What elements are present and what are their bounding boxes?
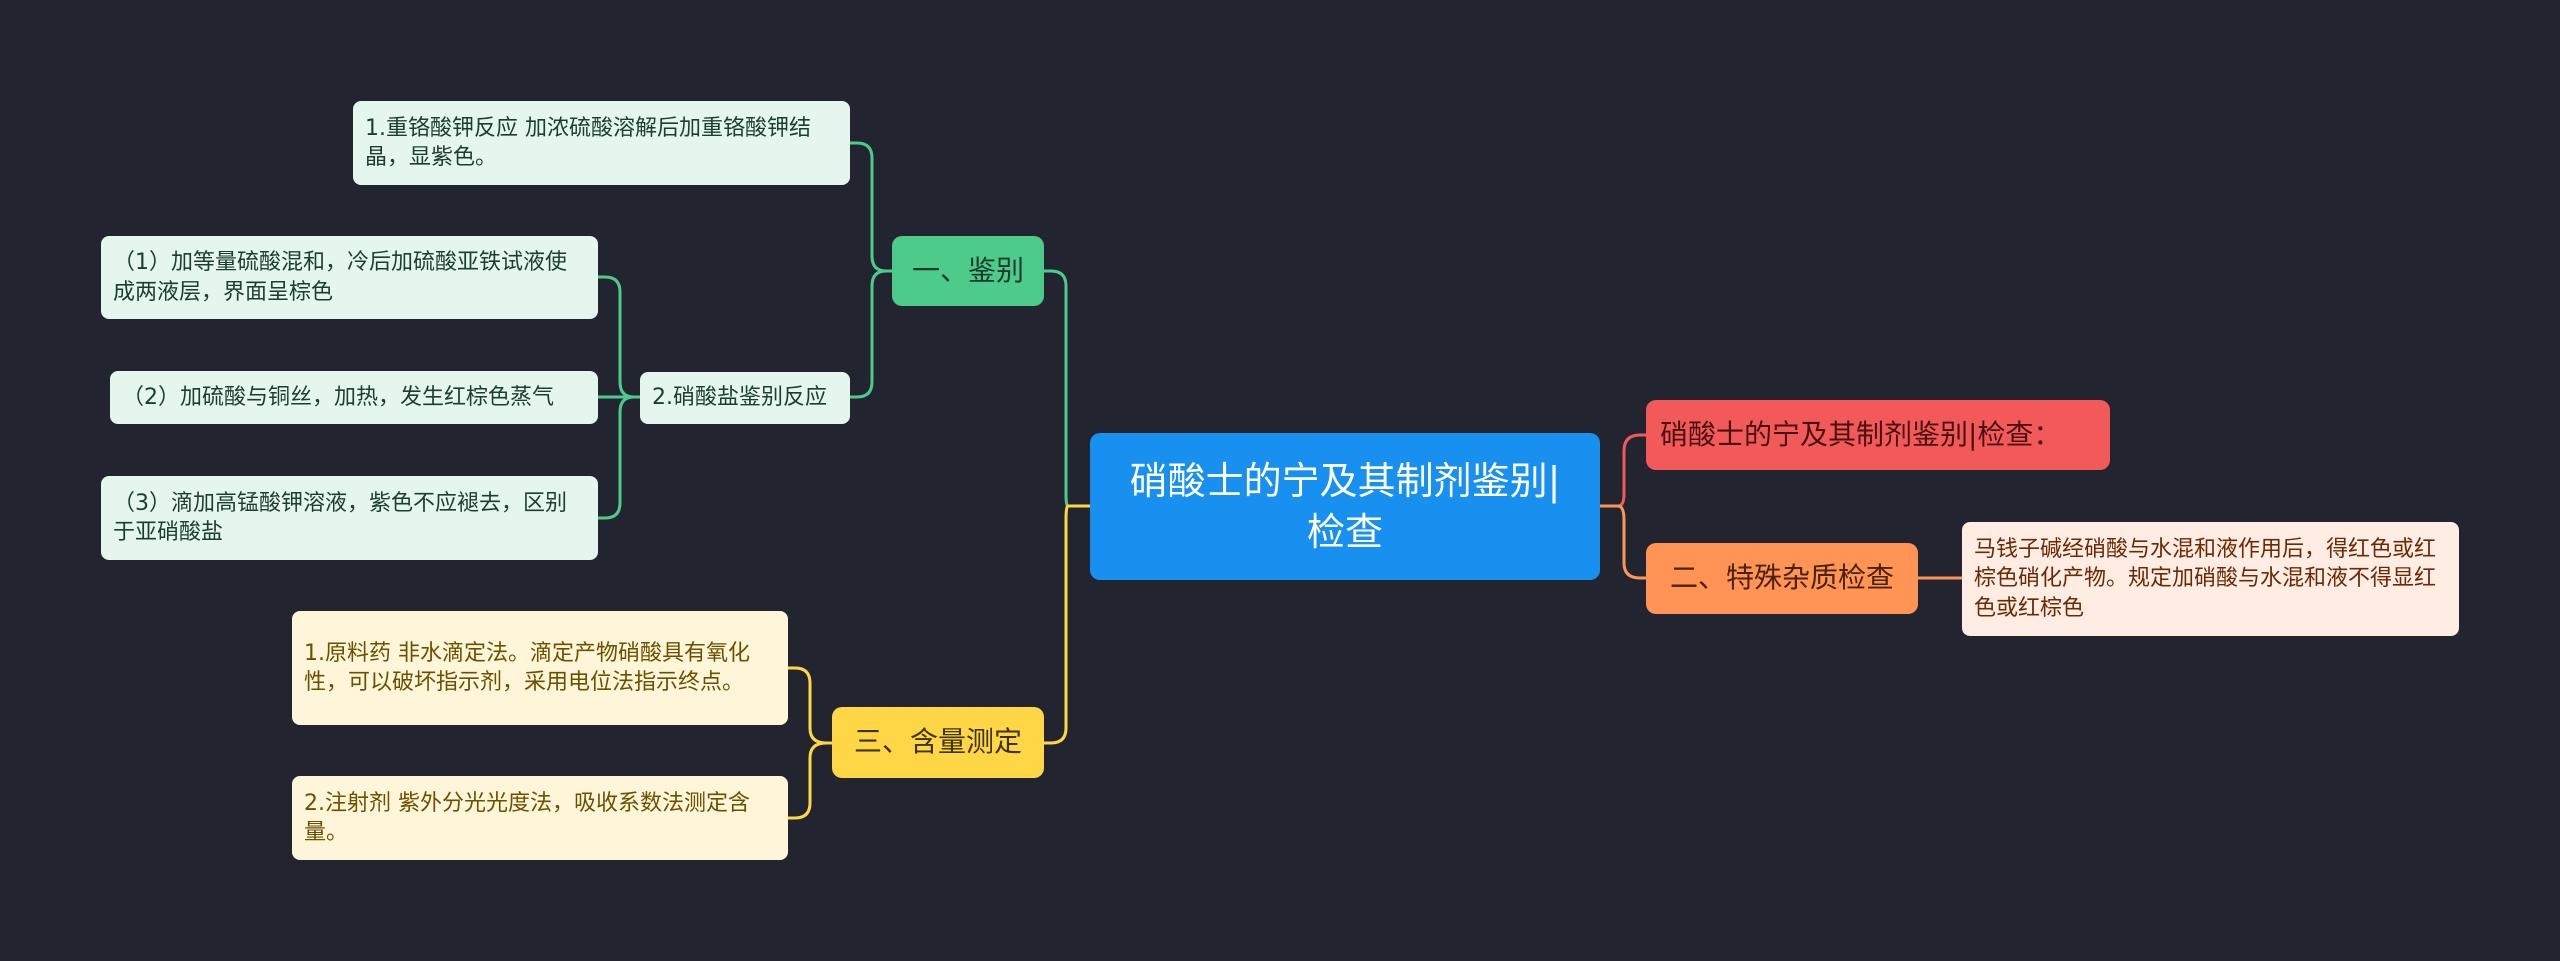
leaf-assay-item-2-label: 2.注射剂 紫外分光光度法，吸收系数法测定含量。 [304, 790, 750, 845]
link-root-check [1600, 433, 1646, 508]
leaf-assay-item-1[interactable]: 1.原料药 非水滴定法。滴定产物硝酸具有氧化性，可以破坏指示剂，采用电位法指示终… [292, 611, 788, 725]
branch-impurity-label: 二、特殊杂质检查 [1669, 561, 1894, 595]
leaf-impurity-detail[interactable]: 马钱子碱经硝酸与水混和液作用后，得红色或红棕色硝化产物。规定加硝酸与水混和液不得… [1962, 522, 2459, 636]
link-assay-item1 [788, 666, 832, 745]
leaf-nitrate-item-1-label: （1）加等量硫酸混和，冷后加硫酸亚铁试液使成两液层，界面呈棕色 [113, 250, 567, 305]
branch-check[interactable]: 硝酸士的宁及其制剂鉴别|检查： [1646, 400, 2110, 470]
leaf-dichromate-label: 1.重铬酸钾反应 加浓硫酸溶解后加重铬酸钾结晶，显紫色。 [365, 115, 811, 170]
branch-check-label: 硝酸士的宁及其制剂鉴别|检查： [1660, 417, 2062, 451]
leaf-nitrate-item-2-label: （2）加硫酸与铜丝，加热，发生红棕色蒸气 [122, 384, 554, 410]
branch-impurity[interactable]: 二、特殊杂质检查 [1646, 543, 1918, 614]
link-identify-nitrate [850, 269, 892, 399]
branch-identify-label: 一、鉴别 [911, 253, 1024, 287]
leaf-nitrate-item-1[interactable]: （1）加等量硫酸混和，冷后加硫酸亚铁试液使成两液层，界面呈棕色 [101, 236, 598, 319]
leaf-assay-item-2[interactable]: 2.注射剂 紫外分光光度法，吸收系数法测定含量。 [292, 776, 788, 860]
branch-identify[interactable]: 一、鉴别 [892, 236, 1044, 306]
link-root-assay [1044, 504, 1090, 745]
leaf-nitrate-item-2[interactable]: （2）加硫酸与铜丝，加热，发生红棕色蒸气 [110, 371, 598, 424]
link-nitrate-item3 [598, 395, 640, 520]
leaf-assay-item-1-label: 1.原料药 非水滴定法。滴定产物硝酸具有氧化性，可以破坏指示剂，采用电位法指示终… [304, 640, 750, 695]
leaf-impurity-detail-label: 马钱子碱经硝酸与水混和液作用后，得红色或红棕色硝化产物。规定加硝酸与水混和液不得… [1974, 537, 2437, 621]
link-identify-dichromate [850, 141, 892, 273]
link-root-identify [1044, 269, 1090, 508]
root-topic-label: 硝酸士的宁及其制剂鉴别|检查 [1129, 459, 1561, 554]
leaf-nitrate-label: 2.硝酸盐鉴别反应 [652, 385, 827, 411]
link-nitrate-item1 [598, 275, 640, 399]
branch-assay[interactable]: 三、含量测定 [832, 707, 1044, 778]
link-root-impurity [1600, 504, 1646, 580]
leaf-nitrate-item-3-label: （3）滴加高锰酸钾溶液，紫色不应褪去，区别于亚硝酸盐 [113, 490, 567, 545]
link-assay-item2 [788, 741, 832, 820]
leaf-nitrate-item-3[interactable]: （3）滴加高锰酸钾溶液，紫色不应褪去，区别于亚硝酸盐 [101, 476, 598, 560]
branch-assay-label: 三、含量测定 [853, 725, 1022, 759]
leaf-nitrate[interactable]: 2.硝酸盐鉴别反应 [640, 372, 850, 424]
root-topic[interactable]: 硝酸士的宁及其制剂鉴别|检查 [1090, 433, 1600, 580]
leaf-dichromate[interactable]: 1.重铬酸钾反应 加浓硫酸溶解后加重铬酸钾结晶，显紫色。 [353, 101, 850, 185]
